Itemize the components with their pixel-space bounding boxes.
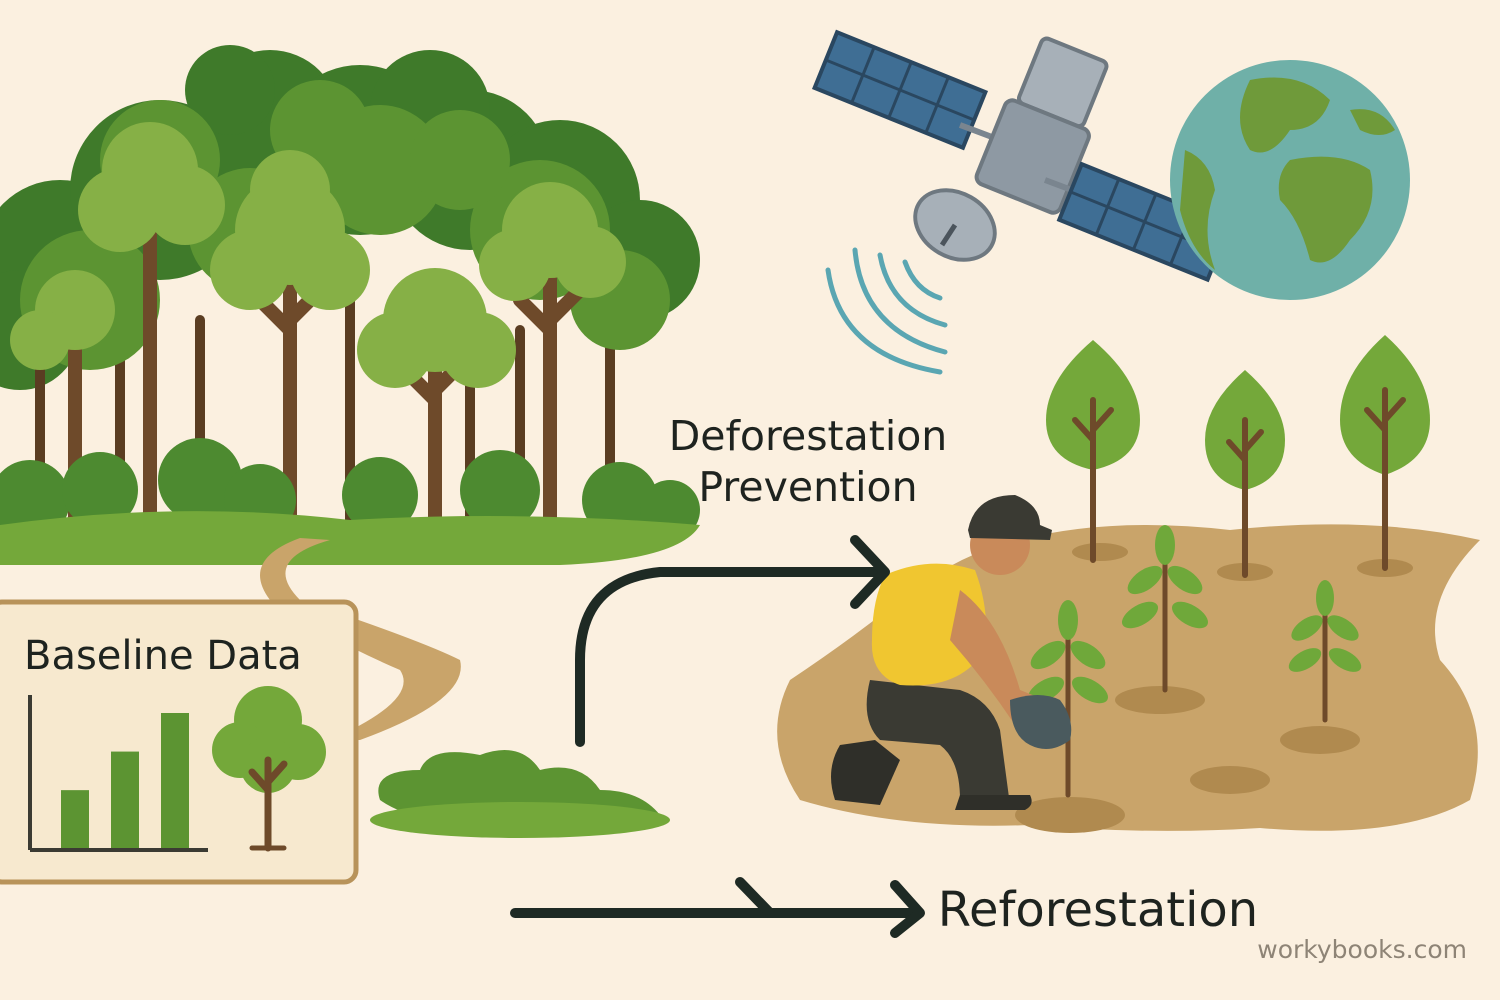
bar-chart-bar [111, 751, 139, 848]
baseline-data-panel: Baseline Data [0, 599, 359, 885]
bar-chart-bar [161, 713, 189, 848]
forest-illustration [0, 45, 700, 740]
person-planting-tree [831, 495, 1072, 810]
deforestation-label-line2: Prevention [698, 463, 917, 511]
young-tree-icon [1046, 335, 1430, 578]
tree-icon [212, 686, 326, 852]
watermark-text: workybooks.com [1257, 935, 1467, 964]
arrow-to-reforestation [510, 877, 925, 938]
reforestation-label: Reforestation [938, 882, 1258, 938]
bush-illustration [370, 750, 670, 838]
signal-waves-icon [825, 247, 948, 375]
deforestation-label-line1: Deforestation [669, 412, 948, 460]
satellite-icon [811, 29, 1233, 283]
earth-globe-icon [1170, 60, 1410, 300]
bar-chart-bar [61, 790, 89, 848]
baseline-data-label: Baseline Data [24, 633, 302, 679]
arrow-to-deforestation-prevention [575, 535, 890, 747]
bar-chart-icon [28, 695, 208, 852]
